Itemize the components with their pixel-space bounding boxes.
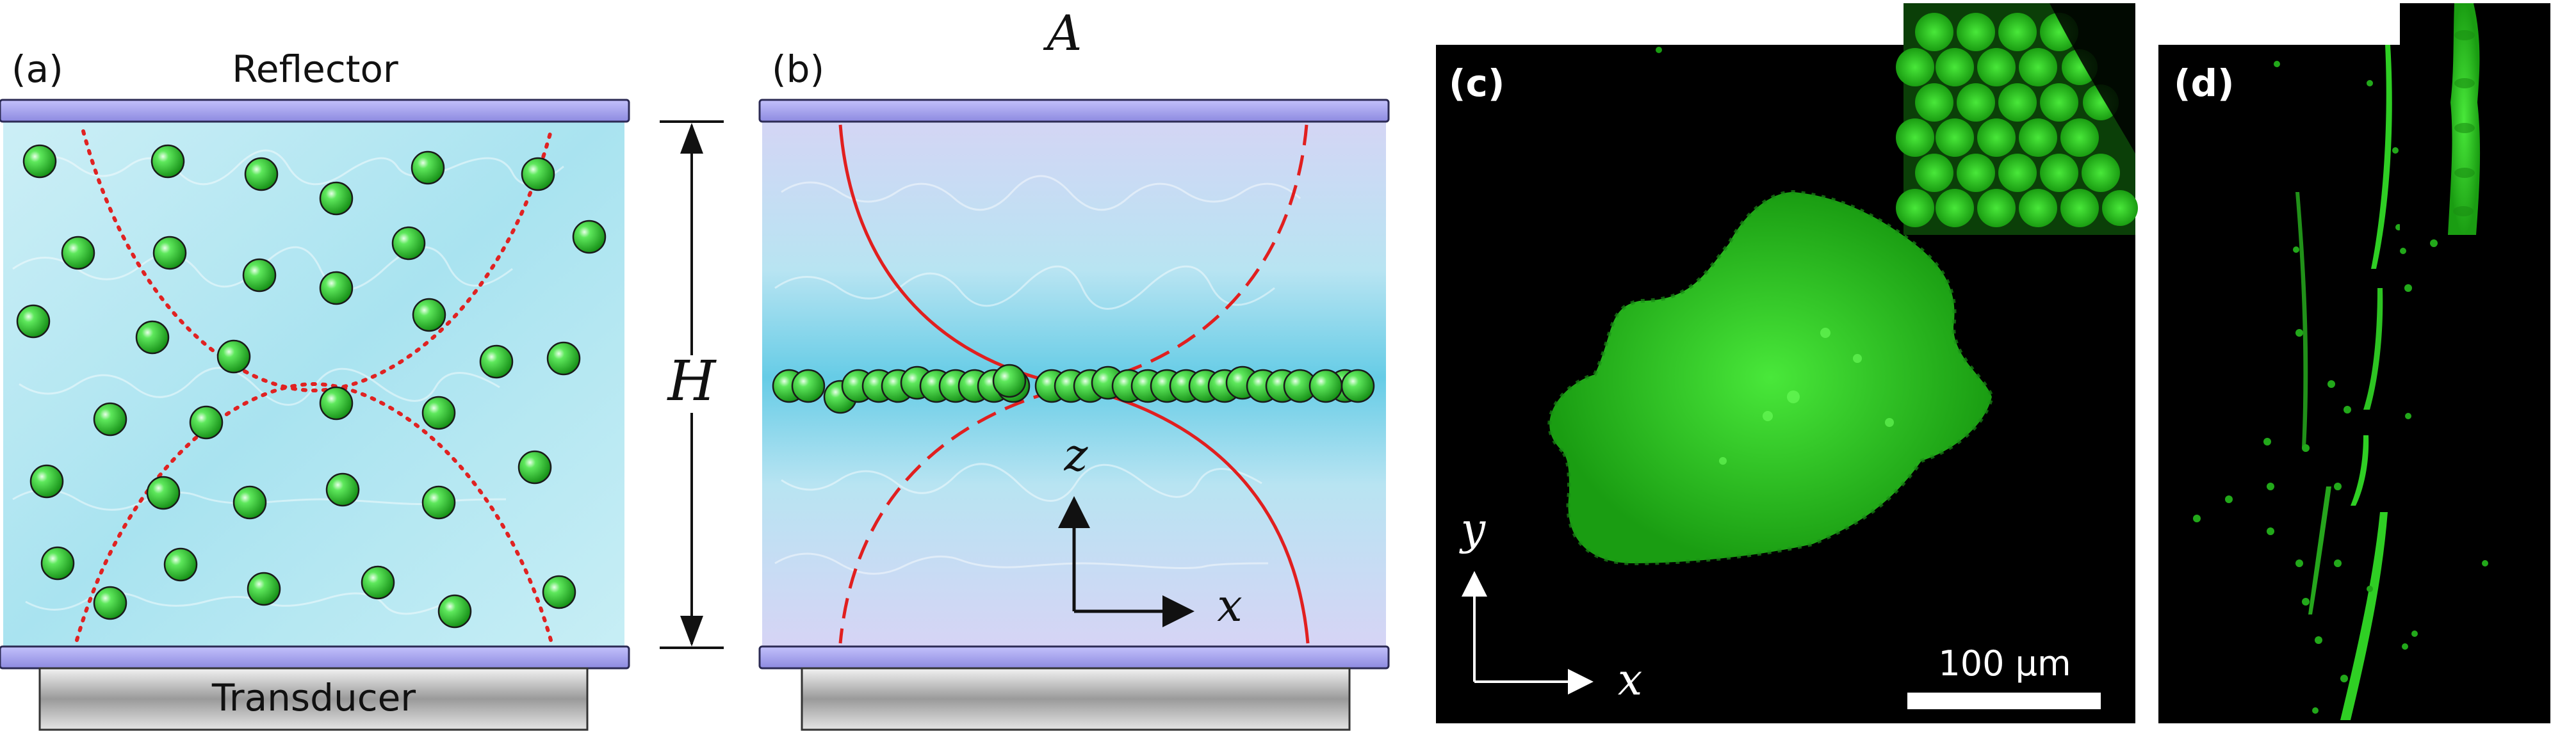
transducer-block-b bbox=[801, 667, 1351, 731]
particle bbox=[244, 157, 279, 191]
panel-d-label: (d) bbox=[2174, 61, 2235, 105]
particle bbox=[421, 485, 456, 520]
particle bbox=[163, 547, 198, 582]
panel-a: (a) Reflector Transducer bbox=[0, 47, 630, 731]
particle bbox=[1308, 369, 1343, 403]
axes-b: z x bbox=[1058, 429, 1243, 632]
particle bbox=[421, 396, 456, 430]
particle bbox=[791, 369, 826, 403]
panel-b: (b) A bbox=[758, 4, 1390, 731]
transducer-block bbox=[38, 667, 589, 731]
height-indicator: H bbox=[660, 120, 724, 649]
particles-a bbox=[16, 144, 607, 629]
particle bbox=[546, 341, 581, 376]
y-axis-label-c: y bbox=[1459, 504, 1487, 555]
particle bbox=[16, 304, 51, 339]
particle bbox=[232, 485, 267, 520]
top-symbol: A bbox=[1043, 4, 1082, 61]
particle bbox=[152, 236, 187, 270]
particle bbox=[479, 344, 514, 379]
particle bbox=[518, 450, 552, 485]
particle bbox=[93, 402, 127, 437]
particle bbox=[29, 464, 64, 499]
particle bbox=[61, 236, 95, 270]
bottom-plate-a bbox=[0, 645, 630, 670]
panel-d: (d) bbox=[2158, 3, 2550, 723]
inset-d-chain bbox=[2448, 3, 2481, 235]
particle bbox=[542, 575, 576, 609]
reflector-label: Reflector bbox=[232, 47, 398, 91]
panel-c: (c) y x 100 µm bbox=[1436, 3, 2138, 723]
particle bbox=[319, 271, 354, 305]
particle bbox=[992, 364, 1027, 398]
panel-b-label: (b) bbox=[772, 47, 824, 91]
x-axis-label-c: x bbox=[1618, 655, 1642, 705]
particle bbox=[146, 476, 181, 510]
reflector-plate-b bbox=[758, 99, 1390, 123]
panel-a-label: (a) bbox=[12, 47, 63, 91]
particle-aggregate bbox=[1549, 192, 1992, 563]
particle bbox=[319, 181, 354, 216]
transducer-label: Transducer bbox=[211, 676, 416, 719]
particle bbox=[247, 572, 281, 606]
scale-bar bbox=[1907, 693, 2101, 709]
particle bbox=[1341, 369, 1375, 403]
bright-spots bbox=[1719, 328, 1894, 465]
particle bbox=[521, 157, 555, 191]
reflector-plate-a bbox=[0, 99, 630, 123]
particle bbox=[319, 386, 354, 421]
particle bbox=[216, 339, 251, 374]
scale-bar-label: 100 µm bbox=[1938, 643, 2071, 684]
panel-c-label: (c) bbox=[1449, 61, 1504, 105]
particle bbox=[93, 586, 127, 620]
inset-c-edge bbox=[2050, 3, 2135, 154]
node-curves-a bbox=[75, 129, 553, 642]
bottom-plate-b bbox=[758, 645, 1390, 670]
particle bbox=[189, 405, 224, 440]
z-axis-label: z bbox=[1064, 429, 1089, 481]
particle bbox=[411, 150, 445, 185]
axes-c: y x bbox=[1459, 504, 1642, 705]
particle bbox=[40, 546, 75, 581]
scattered-particles-d bbox=[2193, 61, 2488, 714]
particle bbox=[361, 565, 395, 600]
particle bbox=[437, 594, 472, 629]
particle bbox=[151, 144, 185, 179]
particle-chains bbox=[2295, 45, 2392, 720]
particle bbox=[325, 472, 360, 507]
inset-c-lattice bbox=[1896, 13, 2138, 227]
particle bbox=[572, 220, 607, 254]
particle bbox=[391, 226, 426, 261]
stray-particle bbox=[1656, 47, 1662, 53]
particle bbox=[242, 258, 277, 293]
x-axis-label: x bbox=[1217, 579, 1242, 632]
height-symbol: H bbox=[667, 349, 717, 414]
particle-layer-b bbox=[772, 364, 1375, 414]
particle bbox=[22, 144, 57, 179]
particle bbox=[135, 320, 170, 355]
inset-d-beads bbox=[2453, 30, 2475, 216]
particle bbox=[412, 298, 446, 332]
